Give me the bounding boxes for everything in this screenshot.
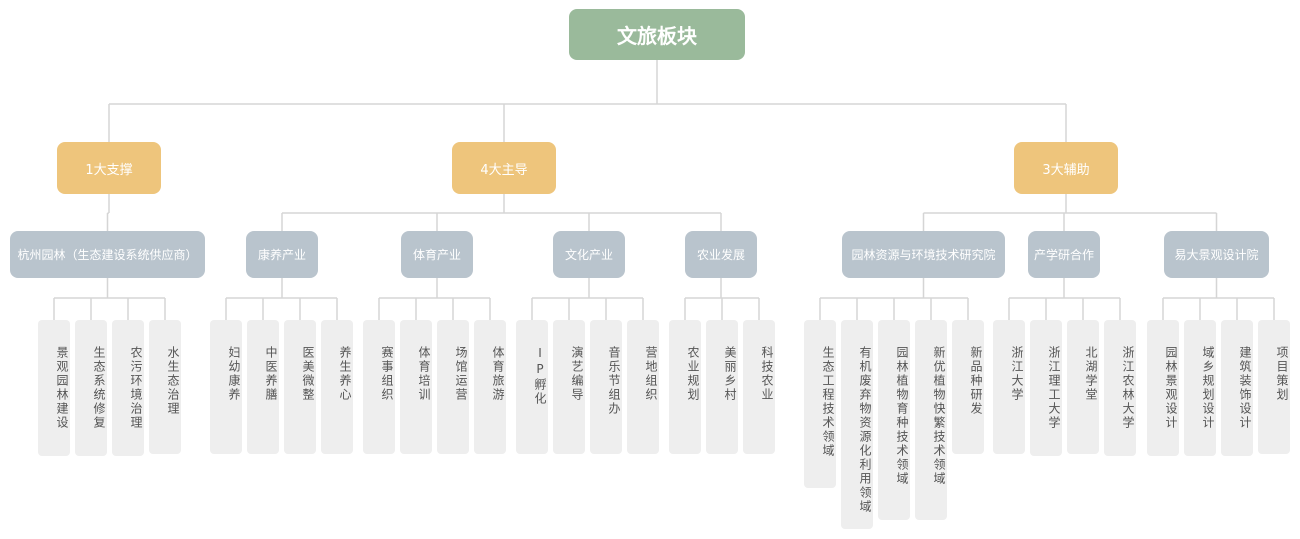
subcategory-node: 杭州园林（生态建设系统供应商） [10, 231, 205, 278]
leaf-label: 景观园林建设 [55, 346, 69, 430]
subcategory-node: 易大景观设计院 [1164, 231, 1269, 278]
leaf-label: 有机废弃物资源化利用领域 [858, 346, 872, 514]
leaf-label: 养生养心 [338, 346, 352, 402]
leaf-label: 新品种研发 [969, 346, 983, 416]
leaf-node: 音乐节组办 [590, 320, 622, 454]
leaf-node: 域乡规划设计 [1184, 320, 1216, 456]
leaf-node: 园林景观设计 [1147, 320, 1179, 456]
leaf-node: 浙江理工大学 [1030, 320, 1062, 456]
subcategory-node: 体育产业 [401, 231, 473, 278]
leaf-label: 园林植物育种技术领域 [895, 346, 909, 486]
leaf-label: 北湖学堂 [1084, 346, 1098, 402]
leaf-node: 养生养心 [321, 320, 353, 454]
leaf-label: 域乡规划设计 [1201, 346, 1215, 430]
leaf-label: 建筑装饰设计 [1238, 346, 1252, 430]
leaf-node: 园林植物育种技术领域 [878, 320, 910, 520]
leaf-node: 新品种研发 [952, 320, 984, 454]
leaf-label: 园林景观设计 [1164, 346, 1178, 430]
subcategory-node: 农业发展 [685, 231, 757, 278]
leaf-label: 体育旅游 [491, 346, 505, 402]
leaf-node: 水生态治理 [149, 320, 181, 454]
leaf-label: 科技农业 [760, 346, 774, 402]
category-node: 1大支撑 [57, 142, 161, 194]
leaf-label: 浙江农林大学 [1121, 346, 1135, 430]
leaf-node: 医美微整 [284, 320, 316, 454]
leaf-node: 营地组织 [627, 320, 659, 454]
subcategory-node: 园林资源与环境技术研究院 [842, 231, 1005, 278]
leaf-label: 浙江理工大学 [1047, 346, 1061, 430]
subcategory-node: 康养产业 [246, 231, 318, 278]
root-node: 文旅板块 [569, 9, 745, 60]
leaf-node: 赛事组织 [363, 320, 395, 454]
category-node: 3大辅助 [1014, 142, 1118, 194]
leaf-label: 赛事组织 [380, 346, 394, 402]
leaf-node: 中医养膳 [247, 320, 279, 454]
leaf-node: 农污环境治理 [112, 320, 144, 456]
leaf-label: 水生态治理 [166, 346, 180, 416]
category-node: 4大主导 [452, 142, 556, 194]
leaf-label: 中医养膳 [264, 346, 278, 402]
leaf-label: 农业规划 [686, 346, 700, 402]
leaf-node: 新优植物快繁技术领域 [915, 320, 947, 520]
leaf-label: 音乐节组办 [607, 346, 621, 416]
leaf-node: 农业规划 [669, 320, 701, 454]
leaf-node: 建筑装饰设计 [1221, 320, 1253, 456]
leaf-label: 农污环境治理 [129, 346, 143, 430]
leaf-label: 生态系统修复 [92, 346, 106, 430]
leaf-node: 浙江大学 [993, 320, 1025, 454]
leaf-node: 浙江农林大学 [1104, 320, 1136, 456]
leaf-node: 生态工程技术领域 [804, 320, 836, 488]
leaf-label: 浙江大学 [1010, 346, 1024, 402]
leaf-node: 场馆运营 [437, 320, 469, 454]
leaf-node: 科技农业 [743, 320, 775, 454]
leaf-node: 美丽乡村 [706, 320, 738, 454]
leaf-node: IP孵化 [516, 320, 548, 454]
leaf-node: 体育培训 [400, 320, 432, 454]
leaf-label: 演艺编导 [570, 346, 584, 402]
leaf-node: 有机废弃物资源化利用领域 [841, 320, 873, 529]
subcategory-node: 文化产业 [553, 231, 625, 278]
leaf-node: 体育旅游 [474, 320, 506, 454]
leaf-node: 妇幼康养 [210, 320, 242, 454]
leaf-label: 体育培训 [417, 346, 431, 402]
leaf-label: IP孵化 [533, 346, 547, 406]
leaf-node: 演艺编导 [553, 320, 585, 454]
leaf-node: 北湖学堂 [1067, 320, 1099, 454]
leaf-node: 景观园林建设 [38, 320, 70, 456]
leaf-label: 生态工程技术领域 [821, 346, 835, 458]
leaf-label: 妇幼康养 [227, 346, 241, 402]
subcategory-node: 产学研合作 [1028, 231, 1100, 278]
leaf-node: 项目策划 [1258, 320, 1290, 454]
leaf-node: 生态系统修复 [75, 320, 107, 456]
leaf-label: 新优植物快繁技术领域 [932, 346, 946, 486]
leaf-label: 美丽乡村 [723, 346, 737, 402]
leaf-label: 医美微整 [301, 346, 315, 402]
leaf-label: 项目策划 [1275, 346, 1289, 402]
leaf-label: 场馆运营 [454, 346, 468, 402]
leaf-label: 营地组织 [644, 346, 658, 402]
